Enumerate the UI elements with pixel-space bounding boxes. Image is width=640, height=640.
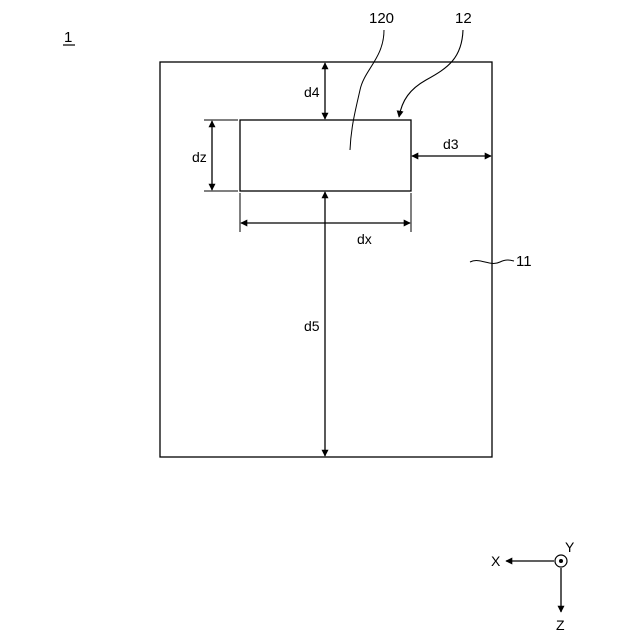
ref-12-leader bbox=[399, 30, 463, 117]
d3-label: d3 bbox=[443, 136, 459, 152]
d5-label: d5 bbox=[304, 318, 320, 334]
ref-12-label: 12 bbox=[455, 10, 472, 27]
x-axis-label: X bbox=[491, 553, 501, 569]
dx-label: dx bbox=[357, 231, 372, 247]
y-axis-dot bbox=[559, 559, 563, 563]
inner-element-12 bbox=[240, 120, 411, 191]
ref-120-leader bbox=[350, 30, 384, 150]
y-axis-label: Y bbox=[565, 539, 575, 555]
ref-120-label: 120 bbox=[369, 10, 394, 27]
z-axis-label: Z bbox=[556, 617, 565, 633]
d4-label: d4 bbox=[304, 84, 320, 100]
ref-11-label: 11 bbox=[516, 253, 532, 270]
outer-body-11 bbox=[160, 62, 492, 457]
dz-label: dz bbox=[192, 149, 207, 165]
figure-number: 1 bbox=[64, 29, 72, 46]
